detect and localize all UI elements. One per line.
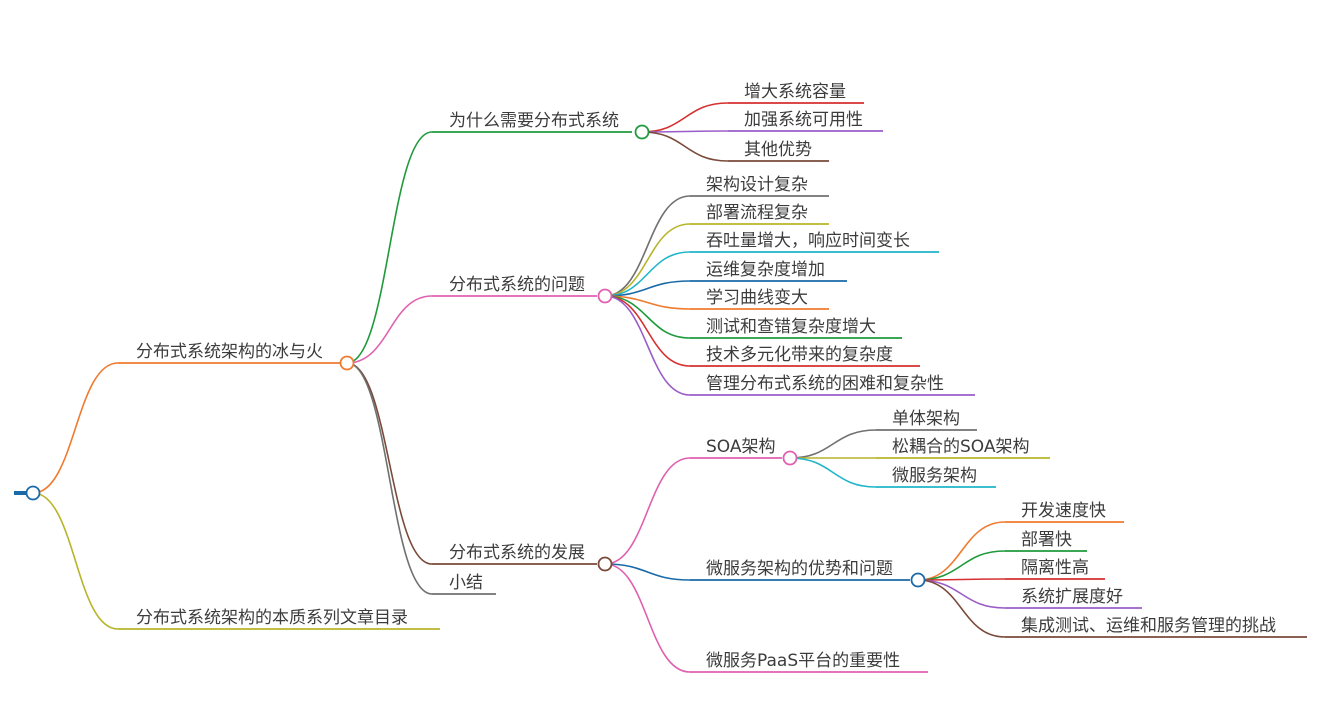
edge-root-main: [32, 362, 119, 494]
why-2-node-label[interactable]: 加强系统可用性: [744, 110, 863, 130]
edge-problems-p8: [604, 295, 691, 396]
edge-problems-p3: [604, 251, 691, 297]
why-node-label[interactable]: 为什么需要分布式系统: [449, 111, 619, 131]
edge-ms-ms-3: [917, 578, 1006, 581]
p1-node-label[interactable]: 架构设计复杂: [706, 175, 808, 195]
p4-node-label[interactable]: 运维复杂度增加: [706, 260, 825, 280]
soa-2-node-label[interactable]: 松耦合的SOA架构: [892, 437, 1030, 457]
edge-root-series: [32, 492, 119, 630]
p6-node-label[interactable]: 测试和查错复杂度增大: [706, 317, 876, 337]
soa-node-label[interactable]: SOA架构: [706, 437, 776, 457]
edge-main-why: [346, 131, 433, 364]
edge-problems-p7: [604, 295, 691, 367]
edge-ms-ms-1: [917, 521, 1006, 581]
series-node-label[interactable]: 分布式系统架构的本质系列文章目录: [136, 608, 408, 628]
edge-main-problems: [346, 295, 433, 364]
edge-why-why-1: [641, 102, 729, 133]
why-1-node-label[interactable]: 增大系统容量: [744, 82, 846, 102]
edge-soa-soa-3: [789, 457, 877, 488]
ms-5-node-label[interactable]: 集成测试、运维和服务管理的挑战: [1021, 616, 1276, 636]
edge-problems-p2: [604, 223, 691, 297]
edge-ms-ms-2: [917, 550, 1006, 581]
why-node-circle[interactable]: [634, 124, 650, 140]
edge-dev-soa: [604, 457, 691, 565]
ms-2-node-label[interactable]: 部署快: [1021, 530, 1072, 550]
p5-node-label[interactable]: 学习曲线变大: [706, 288, 808, 308]
p3-node-label[interactable]: 吞吐量增大，响应时间变长: [706, 231, 910, 251]
problems-node-label[interactable]: 分布式系统的问题: [449, 275, 585, 295]
mindmap-connectors: [25, 124, 926, 588]
edge-why-why-3: [641, 131, 729, 162]
summary-node-label[interactable]: 小结: [449, 573, 483, 593]
ms-4-node-label[interactable]: 系统扩展度好: [1021, 587, 1123, 607]
edge-main-dev: [346, 362, 433, 565]
edge-ms-ms-5: [917, 579, 1006, 638]
p8-node-label[interactable]: 管理分布式系统的困难和复杂性: [706, 374, 944, 394]
p2-node-label[interactable]: 部署流程复杂: [706, 203, 808, 223]
paas-node-label[interactable]: 微服务PaaS平台的重要性: [706, 651, 900, 671]
main-node-label[interactable]: 分布式系统架构的冰与火: [136, 342, 323, 362]
p7-node-label[interactable]: 技术多元化带来的复杂度: [706, 345, 893, 365]
soa-1-node-label[interactable]: 单体架构: [892, 409, 960, 429]
edge-dev-ms: [604, 563, 691, 581]
edge-why-why-2: [641, 130, 729, 133]
ms-1-node-label[interactable]: 开发速度快: [1021, 501, 1106, 521]
main-node-circle[interactable]: [339, 355, 355, 371]
soa-3-node-label[interactable]: 微服务架构: [892, 466, 977, 486]
ms-node-label[interactable]: 微服务架构的优势和问题: [706, 559, 893, 579]
why-3-node-label[interactable]: 其他优势: [744, 140, 812, 160]
edge-problems-p5: [604, 295, 691, 310]
edge-problems-p1: [604, 195, 691, 297]
dev-node-label[interactable]: 分布式系统的发展: [449, 543, 585, 563]
edge-dev-paas: [604, 563, 691, 673]
edge-ms-ms-4: [917, 579, 1006, 609]
ms-3-node-label[interactable]: 隔离性高: [1021, 558, 1089, 578]
mindmap-edges: [32, 102, 1006, 673]
edge-main-summary: [346, 362, 433, 595]
mindmap-underlines: [14, 102, 1307, 673]
ms-node-circle[interactable]: [910, 572, 926, 588]
edge-soa-soa-1: [789, 429, 877, 459]
root-node-circle[interactable]: [25, 485, 41, 501]
problems-node-circle[interactable]: [597, 288, 613, 304]
dev-node-circle[interactable]: [597, 556, 613, 572]
soa-node-circle[interactable]: [782, 450, 798, 466]
